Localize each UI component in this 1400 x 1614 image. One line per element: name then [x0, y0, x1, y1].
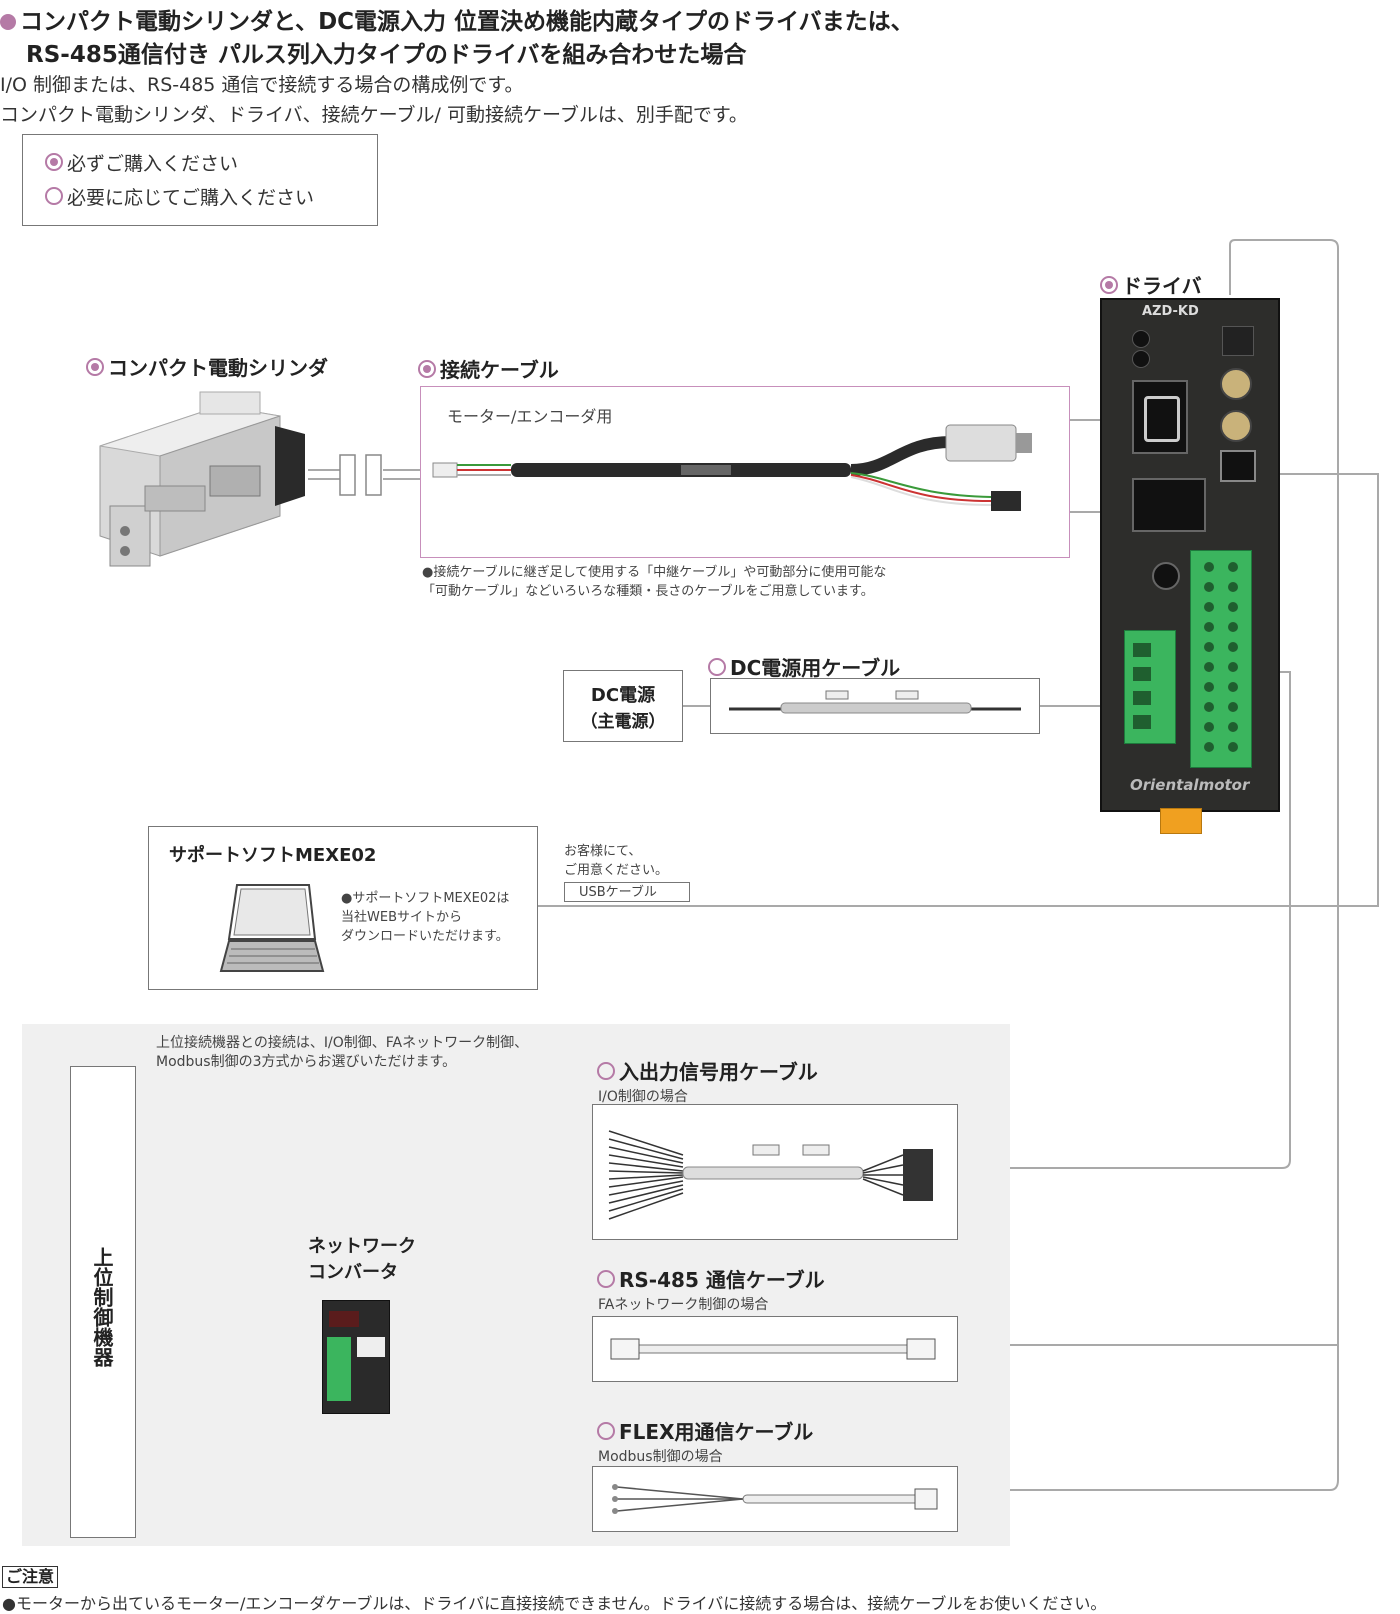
- power-terminal-icon: [1124, 630, 1176, 744]
- io-cable-box: [592, 1104, 958, 1240]
- cable-subtitle: モーター/エンコーダ用: [447, 407, 613, 426]
- led-icon: [1132, 330, 1150, 348]
- software-note: ●サポートソフトMEXE02は 当社WEBサイトから ダウンロードいただけます。: [341, 891, 510, 944]
- optional-circle-icon: [597, 1062, 615, 1080]
- required-circle-icon: [45, 153, 63, 171]
- dc-power-sublabel: （主電源）: [580, 712, 666, 732]
- required-circle-icon: [418, 360, 436, 378]
- caution-text: ●モーターから出ているモーター/エンコーダケーブルは、ドライバに直接接続できませ…: [2, 1594, 1107, 1613]
- legend-required: 必ずご購入ください: [45, 149, 238, 176]
- usb-port-icon: [1220, 450, 1256, 482]
- optional-circle-icon: [45, 187, 63, 205]
- network-converter-icon: [322, 1300, 390, 1414]
- motor-port-icon: [1132, 478, 1206, 532]
- cable-box: モーター/エンコーダ用: [420, 386, 1070, 558]
- software-title: サポートソフトMEXE02: [169, 845, 377, 866]
- driver-model: AZD-KD: [1142, 304, 1199, 319]
- rs485-cable-box: [592, 1316, 958, 1382]
- legend-box: 必ずご購入ください 必要に応じてご購入ください: [22, 134, 378, 226]
- flex-cable-image: [612, 1484, 938, 1514]
- dip-switch-icon: [1222, 326, 1254, 356]
- flex-cable-box: [592, 1466, 958, 1532]
- description-line2: コンパクト電動シリンダ、ドライバ、接続ケーブル/ 可動接続ケーブルは、別手配です…: [0, 104, 748, 126]
- cable-note: ●接続ケーブルに継ぎ足して使用する「中継ケーブル」や可動部分に使用可能な 「可動…: [422, 565, 887, 599]
- flex-cable-label: FLEX用通信ケーブル: [597, 1416, 813, 1445]
- host-controller-box: 上位制御機器: [70, 1066, 136, 1538]
- cylinder-image: [99, 391, 305, 567]
- cylinder-label: コンパクト電動シリンダ: [86, 352, 328, 381]
- rs485-cable-case: FAネットワーク制御の場合: [598, 1297, 769, 1313]
- required-circle-icon: [86, 358, 104, 376]
- driver-brand: Orientalmotor: [1130, 776, 1250, 794]
- din-clip-icon: [1160, 808, 1202, 834]
- host-note: 上位接続機器との接続は、I/O制御、FAネットワーク制御、 Modbus制御の3…: [156, 1035, 529, 1070]
- driver-image: AZD-KD: [1100, 298, 1280, 812]
- software-box: サポートソフトMEXE02 ●サポートソフトMEXE02は 当社WEBサイトから…: [148, 826, 538, 990]
- io-cable-case: I/O制御の場合: [598, 1089, 688, 1105]
- laptop-icon: [219, 884, 325, 972]
- io-cable-label: 入出力信号用ケーブル: [597, 1056, 818, 1085]
- dc-power-box: DC電源 （主電源）: [563, 670, 683, 742]
- usb-cable-label: USBケーブル: [564, 882, 690, 902]
- required-circle-icon: [1100, 276, 1118, 294]
- io-terminal-block-icon: [1190, 550, 1252, 768]
- rs485-cable-image: [610, 1338, 936, 1360]
- rotary-switch-icon: [1220, 368, 1252, 400]
- caution-label: ご注意: [2, 1566, 59, 1588]
- reset-button-icon: [1152, 562, 1180, 590]
- driver-label: ドライバ: [1100, 270, 1202, 299]
- optional-circle-icon: [597, 1270, 615, 1288]
- converter-label: ネットワーク コンバータ: [308, 1236, 416, 1283]
- encoder-port-icon: [1132, 380, 1188, 454]
- usb-note: お客様にて、 ご用意ください。: [564, 844, 669, 878]
- optional-circle-icon: [597, 1422, 615, 1440]
- dc-cable-box: [710, 678, 1040, 734]
- page-title-line2: RS-485通信付き パルス列入力タイプのドライバを組み合わせた場合: [26, 42, 747, 68]
- host-controller-label: 上位制御機器: [90, 1247, 114, 1367]
- flex-cable-case: Modbus制御の場合: [598, 1449, 723, 1465]
- rs485-cable-label: RS-485 通信ケーブル: [597, 1264, 825, 1293]
- dc-power-label: DC電源: [590, 685, 656, 706]
- optional-circle-icon: [708, 658, 726, 676]
- required-bullet-icon: [0, 14, 16, 30]
- page-title-line1: コンパクト電動シリンダと、DC電源入力 位置決め機能内蔵タイプのドライバまたは、: [0, 2, 914, 36]
- description-line1: I/O 制御または、RS-485 通信で接続する場合の構成例です。: [0, 74, 524, 96]
- led-icon: [1132, 350, 1150, 368]
- motor-encoder-cable-image: [432, 424, 1032, 511]
- dc-cable-label: DC電源用ケーブル: [708, 652, 900, 681]
- legend-optional: 必要に応じてご購入ください: [45, 183, 314, 210]
- rotary-switch-icon: [1220, 410, 1252, 442]
- dc-cable-image: [729, 690, 1021, 714]
- cable-label: 接続ケーブル: [418, 354, 559, 383]
- io-cable-image: [608, 1130, 933, 1220]
